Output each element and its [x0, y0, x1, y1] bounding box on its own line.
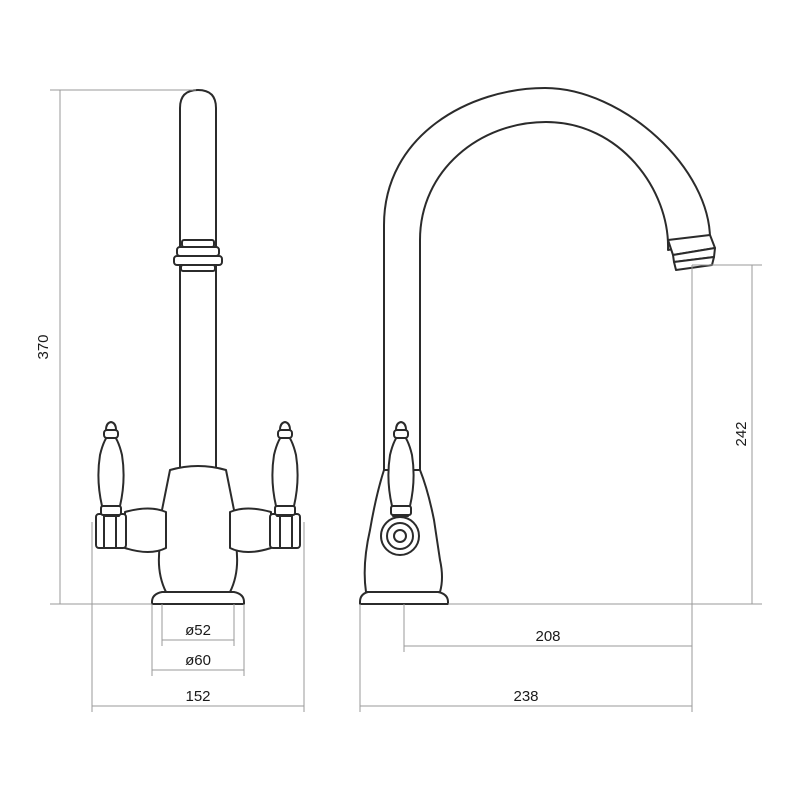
front-spout-collar	[173, 239, 223, 272]
side-lever	[387, 431, 415, 517]
label-diameter-outer: ø60	[185, 652, 211, 669]
front-right-valve-body	[229, 507, 272, 553]
front-view	[95, 89, 301, 605]
front-spout-tube	[179, 89, 217, 476]
side-gooseneck-spout	[383, 87, 712, 471]
side-base-plate	[359, 591, 449, 605]
front-base-plate	[151, 591, 245, 605]
label-height-spout: 242	[733, 421, 750, 446]
side-view	[359, 87, 716, 605]
front-right-valve-cap	[269, 513, 301, 549]
front-right-lever	[271, 431, 299, 517]
side-valve-center	[393, 529, 407, 543]
label-height-total: 370	[35, 334, 52, 359]
front-body	[157, 465, 239, 593]
dimension-labels: 370 242 ø52 ø60 152 208 238	[35, 334, 750, 705]
dimension-lines	[50, 89, 762, 712]
front-left-lever	[97, 431, 125, 517]
label-depth: 238	[513, 688, 538, 705]
front-left-valve-cap	[95, 513, 127, 549]
label-diameter-inner: ø52	[185, 622, 211, 639]
front-left-valve-body	[124, 507, 167, 553]
label-reach: 208	[535, 628, 560, 645]
label-width-front: 152	[185, 688, 210, 705]
